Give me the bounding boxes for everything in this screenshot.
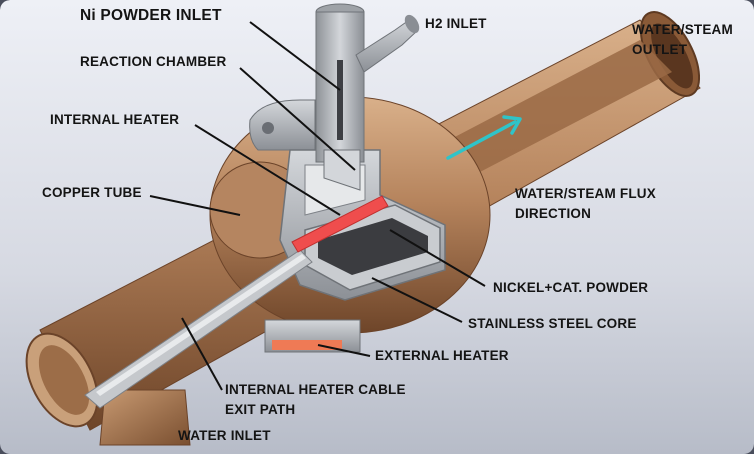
- ni-powder-inlet-pipe: [315, 3, 365, 191]
- steel-cutaway: [279, 149, 446, 301]
- mounting-flange: [249, 99, 316, 151]
- label-heater-cable-line1: INTERNAL HEATER CABLE: [225, 382, 406, 397]
- label-heater-cable-line2: EXIT PATH: [225, 402, 296, 417]
- leader-nickel-powder: [389, 229, 486, 287]
- label-internal-heater: INTERNAL HEATER: [50, 112, 180, 127]
- leader-reaction-chamber: [239, 67, 356, 171]
- leader-internal-heater: [194, 124, 341, 216]
- label-reaction-chamber: REACTION CHAMBER: [80, 54, 227, 69]
- leader-heater-cable: [181, 317, 223, 391]
- leader-external-heater: [317, 344, 371, 357]
- leader-stainless-core: [371, 277, 463, 323]
- h2-inlet-pipe: [355, 14, 420, 73]
- water-inlet-stub: [99, 389, 191, 446]
- leader-copper-tube: [149, 195, 241, 216]
- label-water-inlet: WATER INLET: [178, 428, 271, 443]
- nickel-powder-bed: [318, 218, 428, 275]
- leader-lines: [149, 21, 486, 391]
- leader-ni-powder-inlet: [249, 21, 341, 91]
- label-ni-powder-inlet: Ni POWDER INLET: [80, 7, 222, 24]
- label-nickel-powder: NICKEL+CAT. POWDER: [493, 280, 649, 295]
- label-water-steam-outlet-line2: OUTLET: [632, 42, 688, 57]
- label-flux-direction-line1: WATER/STEAM FLUX: [515, 186, 656, 201]
- internal-heater-rod: [84, 195, 389, 409]
- external-heater-strip: [272, 340, 342, 350]
- label-external-heater: EXTERNAL HEATER: [375, 348, 509, 363]
- label-flux-direction-line2: DIRECTION: [515, 206, 592, 221]
- label-copper-tube: COPPER TUBE: [42, 185, 142, 200]
- label-stainless-core: STAINLESS STEEL CORE: [468, 316, 637, 331]
- label-water-steam-outlet-line1: WATER/STEAM: [632, 22, 733, 37]
- flow-direction-arrow: [446, 115, 522, 160]
- label-h2-inlet: H2 INLET: [425, 16, 487, 31]
